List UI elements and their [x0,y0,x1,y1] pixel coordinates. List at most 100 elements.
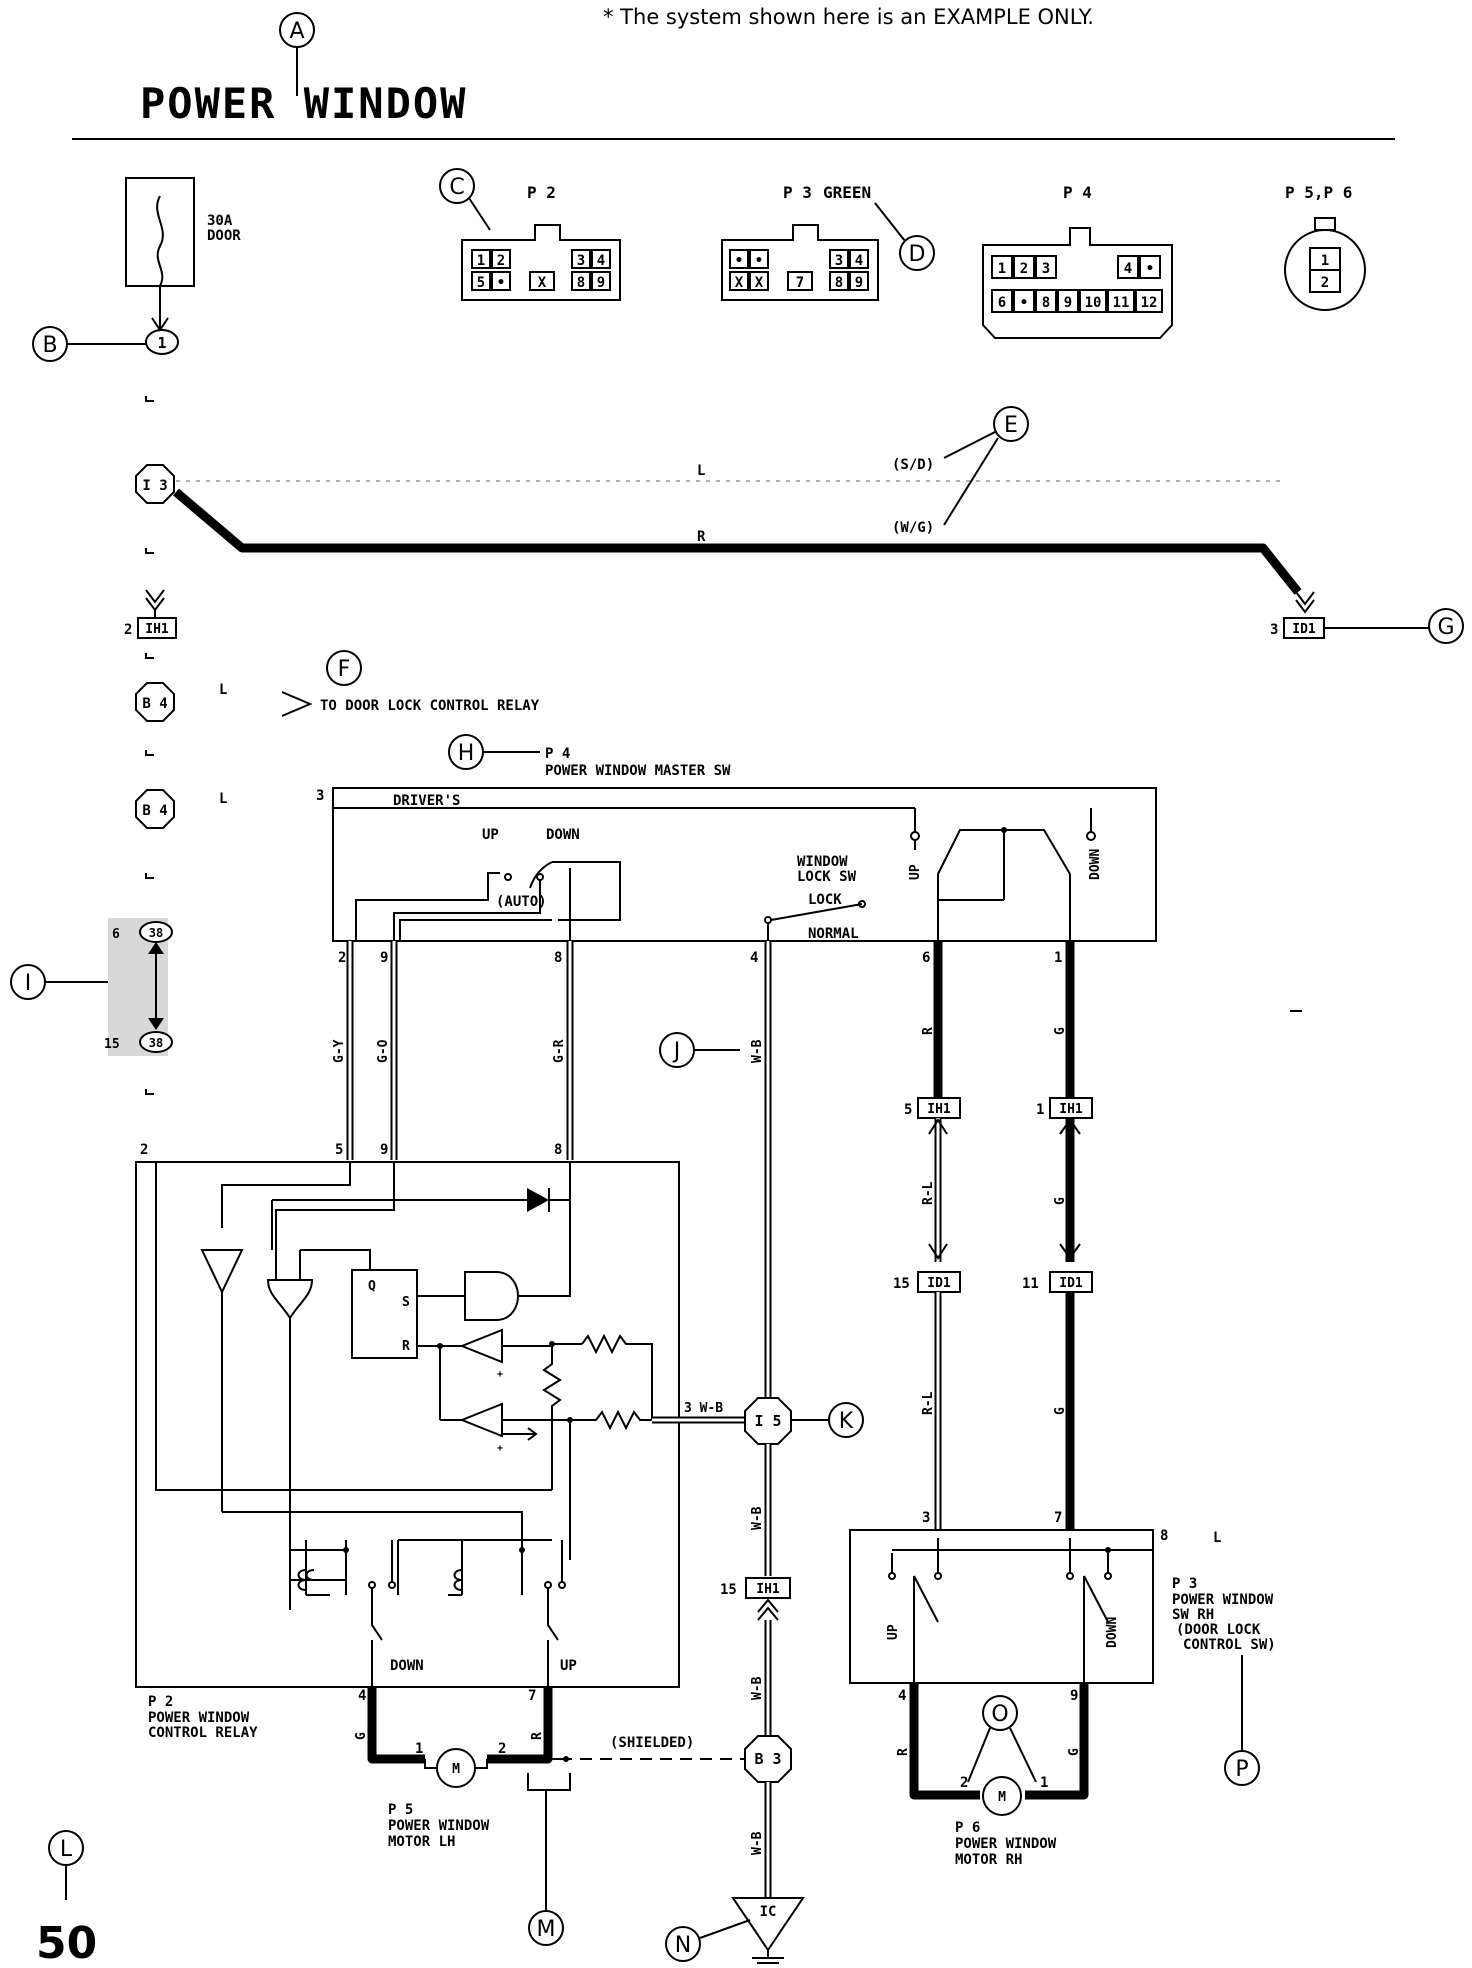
page-number: 50 [36,1918,97,1968]
svg-text:1: 1 [1321,253,1329,269]
connector-p3: P 3 GREEN • • 3 4 X X 7 8 9 [721,183,879,301]
shielded-label: (SHIELDED) [610,1735,694,1751]
sw-rh-name3: (DOOR LOCK [1176,1622,1261,1638]
wire-label-r: R [697,529,706,545]
callout-j: J [659,1032,740,1068]
svg-text:4: 4 [597,253,605,269]
svg-text:LOCK: LOCK [808,892,842,908]
wire-g-link: G [1053,1118,1081,1262]
svg-text:4: 4 [855,253,863,269]
switch-rh-box: 3 7 8 L UP DOWN [849,1510,1221,1684]
svg-text:UP: UP [560,1658,577,1674]
wire-w-b-mid: W-B [750,1444,772,1576]
sw-rh-name1: POWER WINDOW [1172,1592,1274,1608]
pin-master-8: 8 [554,950,562,966]
svg-text:1: 1 [477,253,485,269]
svg-text:P 3: P 3 [783,183,812,202]
svg-text:P 6: P 6 [955,1820,980,1836]
svg-text:MOTOR RH: MOTOR RH [955,1852,1022,1868]
svg-text:G: G [354,1732,369,1740]
svg-text:IH1: IH1 [756,1582,780,1597]
callout-k: K [791,1402,864,1438]
svg-text:6: 6 [112,927,120,942]
junction-b3: B 3 [744,1735,792,1783]
svg-text:UP: UP [908,864,923,880]
svg-text:2: 2 [124,622,132,638]
connector-ih1-r: 5 IH1 [904,1097,961,1119]
svg-text:I 5: I 5 [754,1412,781,1430]
svg-text:X: X [755,275,764,291]
svg-text:IH1: IH1 [1059,1102,1083,1117]
svg-text:DOWN: DOWN [390,1658,424,1674]
callout-h: H [448,734,540,770]
callout-i: I [10,964,108,1000]
svg-text:W-B: W-B [750,1506,765,1530]
svg-text:ID1: ID1 [1059,1276,1083,1291]
sw-rh-id: P 3 [1172,1576,1197,1592]
svg-text:DOOR: DOOR [207,228,241,244]
wire-label-wg: (W/G) [892,520,934,536]
pin-master-9: 9 [380,950,388,966]
svg-text:N: N [675,1933,691,1958]
svg-text:8: 8 [577,275,585,291]
master-switch-box: 3 DRIVER'S UP DOWN (AUTO) WINDOW LOCK SW… [316,787,1157,942]
svg-text:M: M [452,1762,460,1777]
svg-text:P: P [1235,1757,1248,1782]
svg-text:NORMAL: NORMAL [808,926,859,942]
svg-text:P 2: P 2 [527,183,556,202]
pin-master-4: 4 [750,950,758,966]
svg-text:S: S [402,1295,410,1310]
svg-text:3: 3 [577,253,585,269]
wire-g-o: G-O [376,941,398,1160]
motor-lh: 4 7 G R 1 2 M P 5 POWER WINDOW MOTOR LH [354,1687,571,1850]
junction-b4-b: B 4 L [135,789,227,829]
svg-text:2: 2 [140,1142,148,1158]
svg-text:DOWN: DOWN [1088,849,1103,880]
svg-text:15: 15 [104,1037,120,1052]
svg-text:•: • [755,253,763,269]
svg-text:3: 3 [835,253,843,269]
svg-text:L: L [1213,1530,1221,1546]
svg-text:11: 11 [1113,295,1130,311]
svg-text:L: L [219,682,227,698]
svg-text:WINDOW: WINDOW [797,854,848,870]
pin-master-6: 6 [922,950,930,966]
callout-e: E [943,406,1029,526]
connector-ih1-wb: 15 IH1 [720,1577,791,1621]
svg-text:L: L [219,791,227,807]
svg-text:5: 5 [335,1142,343,1158]
svg-text:Q: Q [368,1279,376,1294]
svg-text:H: H [458,741,475,766]
callout-f: F [326,650,362,686]
wire-w-b-upper: W-B [750,941,772,1405]
fuse-30a-door: 30A DOOR 1 [125,177,241,355]
wire-label-sd: (S/D) [892,457,934,473]
callout-p: P [1224,1655,1260,1786]
svg-text:•: • [1146,261,1154,277]
svg-text:3: 3 [922,1510,930,1526]
svg-text:7: 7 [528,1688,536,1704]
svg-text:38: 38 [149,1036,163,1050]
svg-text:(AUTO): (AUTO) [496,894,547,910]
ground-ic: IC [731,1897,805,1964]
svg-text:J: J [672,1039,681,1064]
control-relay-name2: CONTROL RELAY [148,1725,258,1741]
svg-text:I 3: I 3 [142,478,167,494]
control-relay-name1: POWER WINDOW [148,1710,250,1726]
svg-text:1: 1 [157,334,166,352]
svg-text:8: 8 [1160,1528,1168,1544]
svg-text:P 5,P 6: P 5,P 6 [1285,183,1352,202]
callout-b: B [32,326,146,362]
svg-text:8: 8 [554,1142,562,1158]
wire-r-l-lower: R-L [921,1292,942,1538]
svg-text:15: 15 [720,1582,737,1598]
svg-text:4: 4 [1124,261,1132,277]
connector-p4: P 4 1 2 3 4 • 6 • 8 9 10 11 12 [982,183,1173,339]
svg-text:UP: UP [482,827,499,843]
svg-text:I: I [25,971,32,996]
svg-text:IH1: IH1 [927,1102,951,1117]
svg-text:1: 1 [1036,1102,1044,1118]
junction-b4-a: B 4 L [135,682,227,722]
svg-text:4: 4 [898,1688,906,1704]
